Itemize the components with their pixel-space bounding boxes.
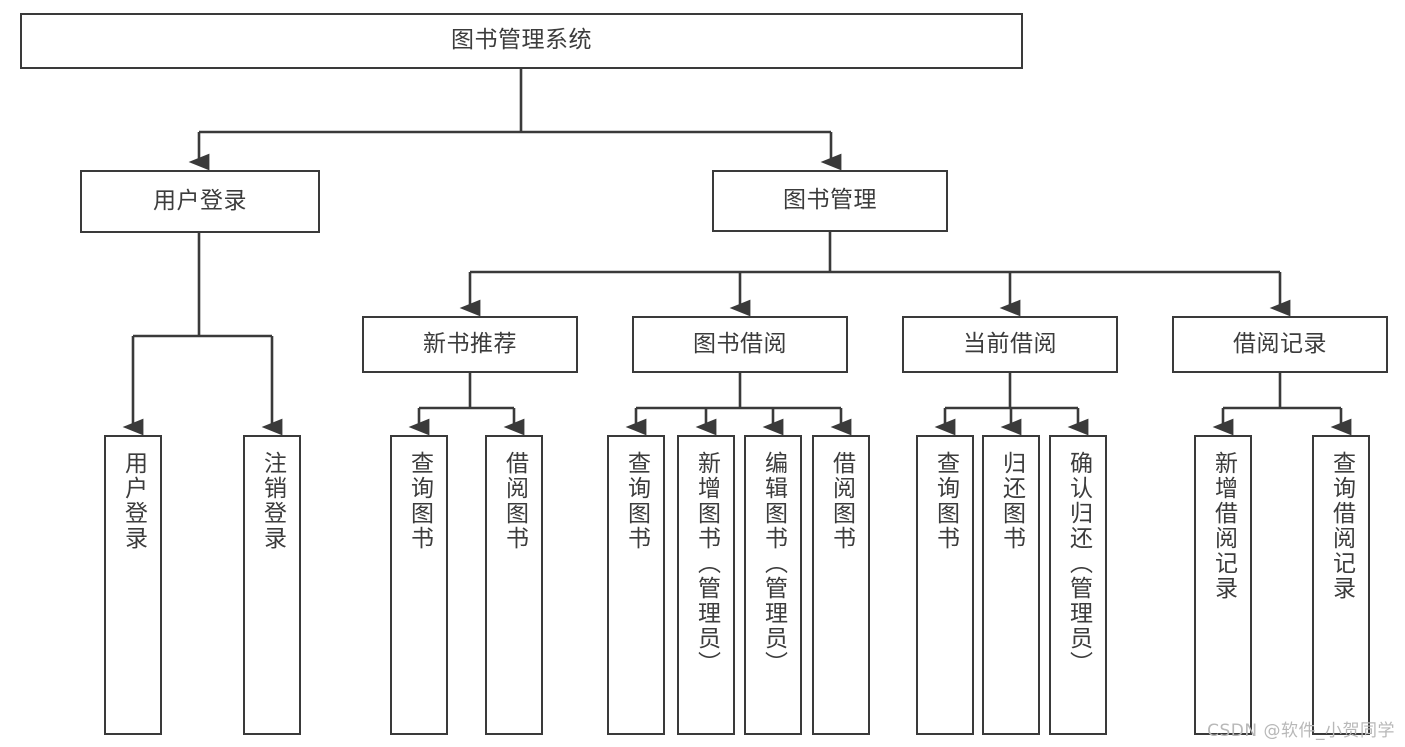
node-leaf-return-book-label: 归还图书 xyxy=(998,451,1025,551)
node-new-book-recommend[interactable]: 新书推荐 xyxy=(362,316,578,373)
node-leaf-add-book[interactable]: 新增图书（管理员） xyxy=(677,435,735,735)
node-leaf-add-record-label: 新增借阅记录 xyxy=(1210,451,1237,601)
node-user-login[interactable]: 用户登录 xyxy=(80,170,320,233)
node-leaf-edit-book[interactable]: 编辑图书（管理员） xyxy=(744,435,802,735)
node-root[interactable]: 图书管理系统 xyxy=(20,13,1023,69)
node-book-borrow[interactable]: 图书借阅 xyxy=(632,316,848,373)
node-book-borrow-label: 图书借阅 xyxy=(693,330,787,357)
node-leaf-query-book-2[interactable]: 查询图书 xyxy=(607,435,665,735)
node-current-borrow[interactable]: 当前借阅 xyxy=(902,316,1118,373)
node-leaf-add-book-label: 新增图书（管理员） xyxy=(693,451,720,676)
node-leaf-borrow-book-1[interactable]: 借阅图书 xyxy=(485,435,543,735)
node-leaf-return-book[interactable]: 归还图书 xyxy=(982,435,1040,735)
node-leaf-user-logout-label: 注销登录 xyxy=(259,451,286,551)
node-leaf-user-login-label: 用户登录 xyxy=(120,451,147,551)
node-leaf-borrow-book-2[interactable]: 借阅图书 xyxy=(812,435,870,735)
node-leaf-user-login[interactable]: 用户登录 xyxy=(104,435,162,735)
node-leaf-query-book-3[interactable]: 查询图书 xyxy=(916,435,974,735)
node-leaf-query-book-1-label: 查询图书 xyxy=(406,451,433,551)
node-book-management[interactable]: 图书管理 xyxy=(712,170,948,232)
node-leaf-user-logout[interactable]: 注销登录 xyxy=(243,435,301,735)
node-borrow-record[interactable]: 借阅记录 xyxy=(1172,316,1388,373)
node-leaf-query-book-3-label: 查询图书 xyxy=(932,451,959,551)
node-leaf-query-record[interactable]: 查询借阅记录 xyxy=(1312,435,1370,735)
node-leaf-borrow-book-1-label: 借阅图书 xyxy=(501,451,528,551)
node-leaf-query-book-1[interactable]: 查询图书 xyxy=(390,435,448,735)
node-borrow-record-label: 借阅记录 xyxy=(1233,330,1327,357)
node-leaf-query-record-label: 查询借阅记录 xyxy=(1328,451,1355,601)
node-leaf-query-book-2-label: 查询图书 xyxy=(623,451,650,551)
node-new-book-recommend-label: 新书推荐 xyxy=(423,330,517,357)
node-current-borrow-label: 当前借阅 xyxy=(963,330,1057,357)
node-root-label: 图书管理系统 xyxy=(451,27,592,54)
node-leaf-add-record[interactable]: 新增借阅记录 xyxy=(1194,435,1252,735)
node-leaf-confirm-return-label: 确认归还（管理员） xyxy=(1065,451,1092,676)
node-leaf-edit-book-label: 编辑图书（管理员） xyxy=(760,451,787,676)
node-leaf-borrow-book-2-label: 借阅图书 xyxy=(828,451,855,551)
node-book-management-label: 图书管理 xyxy=(783,187,877,214)
node-user-login-label: 用户登录 xyxy=(153,187,247,214)
node-leaf-confirm-return[interactable]: 确认归还（管理员） xyxy=(1049,435,1107,735)
